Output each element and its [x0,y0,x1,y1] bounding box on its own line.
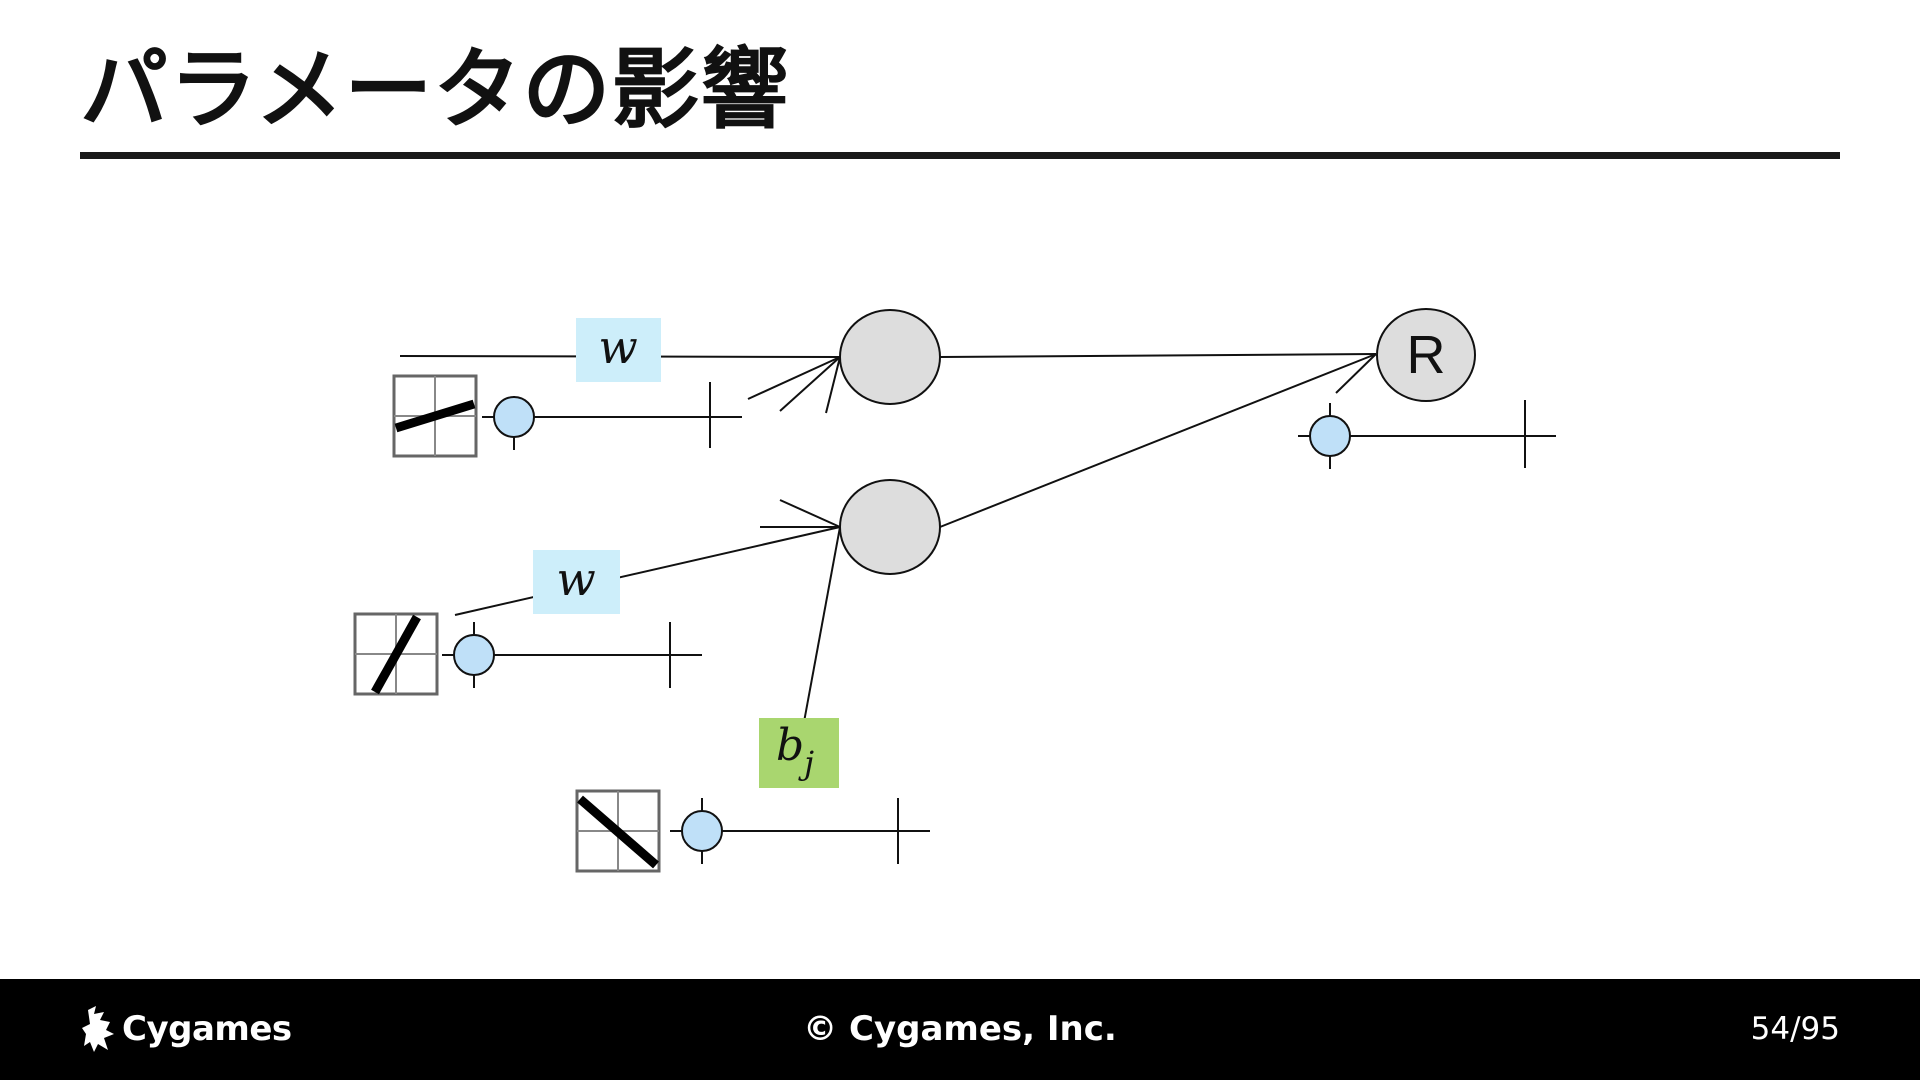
output-slider [1298,400,1556,469]
cygames-mark-icon [82,1006,114,1052]
cygames-logo: Cygames [80,1001,292,1057]
title-divider [80,152,1840,159]
logo-text: Cygames [122,1009,292,1049]
bias-label: bj [759,718,839,788]
hidden-neuron-top [839,309,941,405]
output-label: R [1407,325,1446,385]
svg-text:bj: bj [776,720,814,782]
bias-symbol: b [776,720,804,771]
edge-bias-to-hidden-bottom [803,526,841,723]
output-slider-knob[interactable] [1309,415,1351,457]
slide-title: パラメータの影響 [80,38,790,141]
weight-symbol-middle: w [556,552,595,606]
hidden-neuron-bottom [839,479,941,575]
edge-hidden-bottom-to-output [939,353,1377,528]
arrow-head-hidden-bottom [760,499,841,528]
copyright-text: © Cygames, Inc. [803,1009,1117,1049]
slider-knob-a[interactable] [493,396,535,438]
slider-knob-c[interactable] [681,810,723,852]
page-number: 54/95 [1750,1011,1840,1047]
steep-slash-pattern-icon [353,612,439,696]
arrow-head-hidden-top [747,356,841,414]
weight-label-middle: w [533,550,620,614]
arrow-head-output [1335,353,1377,394]
footer-bar: Cygames © Cygames, Inc. 54/95 [0,979,1920,1080]
slider-knob-b[interactable] [453,634,495,676]
edge-hidden-top-to-output [939,353,1377,358]
input-slider-a [482,382,742,450]
weight-symbol-top: w [598,320,637,374]
backslash-pattern-icon [575,789,661,873]
input-slider-b [442,622,702,688]
input-slider-c [670,798,930,864]
gentle-slash-pattern-icon [392,374,478,458]
edge-input-to-hidden-bottom [454,526,841,616]
output-neuron [1376,308,1476,402]
weight-label-top: w [576,318,661,382]
neural-network-diagram: R w w bj [353,308,1556,873]
